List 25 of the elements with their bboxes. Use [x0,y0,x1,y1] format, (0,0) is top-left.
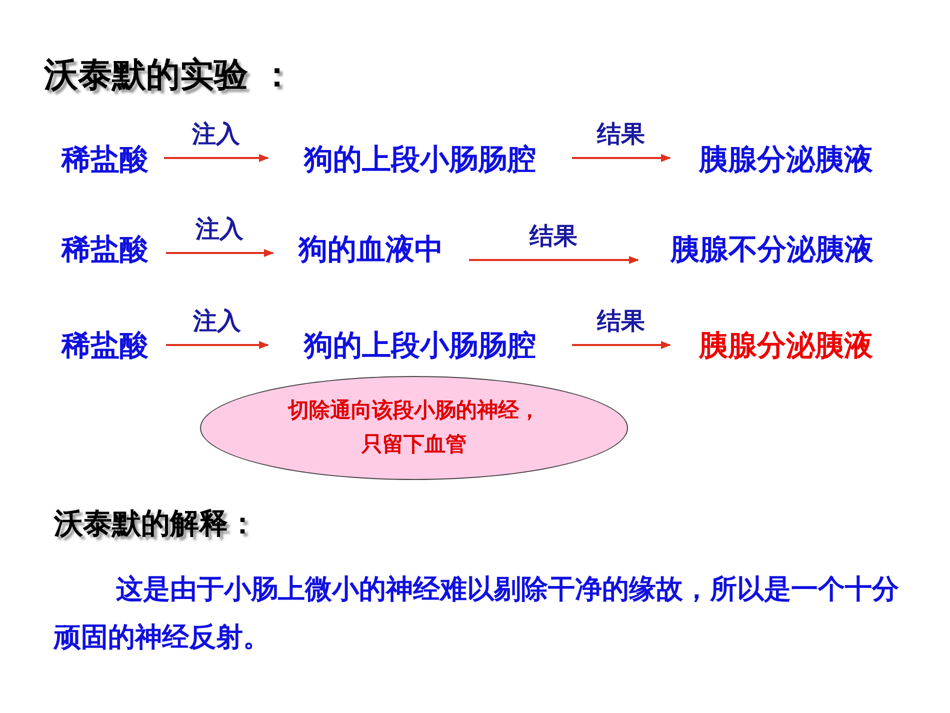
edge-label: 注入 [192,122,240,146]
step-text: 稀盐酸 [46,230,164,270]
arrow [572,341,671,349]
step-text: 狗的上段小肠肠腔 [270,140,570,180]
node-text: 切除通向该段小肠的神经，只留下血管 [286,397,541,458]
step-text: 稀盐酸 [48,140,162,180]
step-text: 稀盐酸 [46,326,164,366]
arrow [164,154,269,162]
step-text: 狗的血液中 [275,230,467,270]
paragraph: 这是由于小肠上微小的神经难以剔除干净的缘故，所以是一个十分顽固的神经反射。 [54,573,900,655]
edge-label: 注入 [193,309,241,333]
edge-label: 结果 [597,309,645,333]
step-text: 胰腺分泌胰液 [672,140,900,180]
arrow [572,154,671,162]
step-text: 胰腺分泌胰液 [672,326,900,366]
arrow [166,249,274,257]
edge-label: 结果 [530,224,578,248]
step-text: 狗的上段小肠肠腔 [270,326,570,366]
step-text: 胰腺不分泌胰液 [640,230,904,270]
edge-label: 结果 [597,122,645,146]
title: 沃泰默的实验 ： [44,54,294,97]
heading: 沃泰默的解释： [54,505,257,542]
arrow [166,341,269,349]
edge-label: 注入 [196,217,244,241]
arrow [469,256,639,264]
